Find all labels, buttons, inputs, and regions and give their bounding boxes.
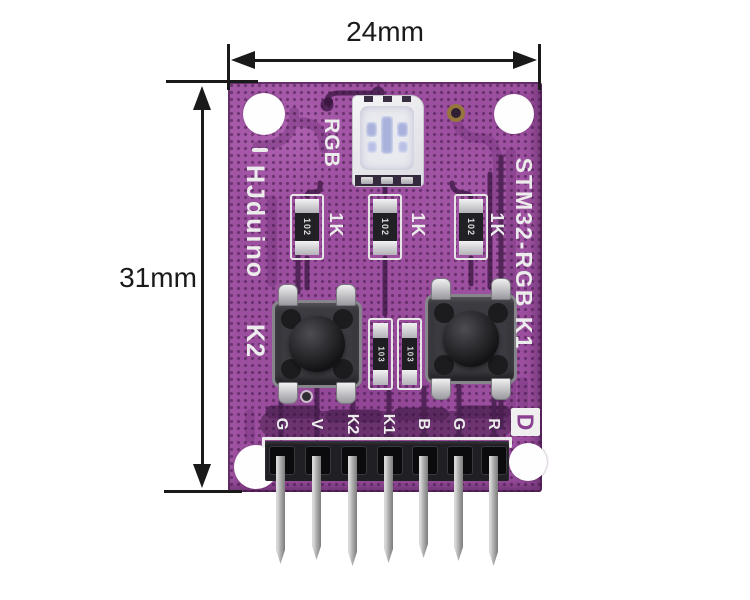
resistor-label-1: 1K xyxy=(326,212,346,238)
pcb-board: RGB HJduino K2 STM32-RGB K1 102 102 102 … xyxy=(228,82,547,492)
corner-mark-letter: D xyxy=(512,413,539,431)
header-silk-stub xyxy=(262,437,265,448)
led-bottom-leads xyxy=(355,175,421,186)
button-k2 xyxy=(272,284,362,404)
button-leg xyxy=(336,284,356,306)
header-pin-4 xyxy=(384,456,393,563)
height-arrowhead-down-icon xyxy=(193,464,211,488)
ringed-via xyxy=(300,390,313,403)
button-leg xyxy=(431,378,451,400)
led-pad xyxy=(401,177,413,184)
button-leg xyxy=(491,278,511,300)
width-arrowhead-right-icon xyxy=(513,51,537,69)
header-silk-stub xyxy=(509,437,512,448)
button-body xyxy=(425,294,517,384)
width-tick-right xyxy=(538,44,541,90)
resistor-1k-1: 102 xyxy=(290,194,324,260)
pin-label-g2: G xyxy=(450,417,467,431)
led-lead-notch xyxy=(364,96,373,102)
header-pin-3 xyxy=(348,456,357,566)
header-pin-5 xyxy=(419,456,428,558)
button-k1 xyxy=(425,278,517,400)
led-label: RGB xyxy=(320,118,343,168)
mounting-hole-top-right xyxy=(494,94,534,134)
height-arrowhead-up-icon xyxy=(193,86,211,110)
led-lead-notch xyxy=(402,96,411,102)
pin-label-g1: G xyxy=(273,417,290,431)
resistor-10k-1: 103 xyxy=(368,318,393,390)
led-lens xyxy=(360,106,414,170)
pin-label-v: V xyxy=(308,418,325,430)
header-pin-1 xyxy=(276,456,285,564)
led-die-left xyxy=(366,122,377,137)
silkscreen-tick xyxy=(252,148,268,152)
button-cap xyxy=(289,316,345,372)
led-pad xyxy=(361,177,373,184)
button-leg xyxy=(336,382,356,404)
led-lead-notch xyxy=(383,96,392,102)
small-via xyxy=(324,97,333,106)
height-tick-top xyxy=(166,80,258,83)
button-body xyxy=(272,300,362,388)
width-arrowhead-left-icon xyxy=(231,51,255,69)
width-tick-left xyxy=(227,44,230,90)
resistor-label-3: 1K xyxy=(487,212,507,238)
button-leg xyxy=(278,382,298,404)
left-button-label: K2 xyxy=(241,324,269,358)
resistor-marking: 103 xyxy=(405,346,415,363)
pin-label-r: R xyxy=(485,418,502,430)
led-die-center xyxy=(381,116,393,154)
led-die-right xyxy=(397,122,408,137)
height-tick-bottom xyxy=(164,490,242,493)
button-leg xyxy=(278,284,298,306)
width-dimension-label: 24mm xyxy=(346,16,424,47)
resistor-1k-3: 102 xyxy=(454,194,488,260)
button-leg xyxy=(431,278,451,300)
pin-label-k1: K1 xyxy=(380,413,397,435)
header-silk-line xyxy=(262,437,512,440)
rgb-led xyxy=(352,95,424,187)
resistor-marking: 102 xyxy=(466,217,476,237)
height-dimension-label: 31mm xyxy=(119,262,197,293)
led-die-left-pad xyxy=(367,141,377,153)
width-dimension-line xyxy=(250,59,518,62)
pin-label-k2: K2 xyxy=(344,413,361,435)
header-pin-2 xyxy=(312,456,321,560)
resistor-marking: 102 xyxy=(380,217,390,237)
led-pad xyxy=(381,177,393,184)
gold-via xyxy=(447,104,465,122)
header-pin-7 xyxy=(489,456,498,566)
mounting-hole-top-left xyxy=(243,93,285,135)
button-cap xyxy=(443,311,499,367)
resistor-10k-2: 103 xyxy=(397,318,422,390)
resistor-label-2: 1K xyxy=(408,212,428,238)
mounting-hole-bottom-right xyxy=(509,443,547,481)
header-pin-6 xyxy=(454,456,463,561)
pin-label-b: B xyxy=(415,418,432,430)
copper-traces xyxy=(245,86,528,443)
resistor-1k-2: 102 xyxy=(368,194,402,260)
resistor-marking: 103 xyxy=(376,346,386,363)
corner-mark-box: D xyxy=(511,408,540,436)
brand-label: HJduino xyxy=(241,165,269,279)
resistor-marking: 102 xyxy=(302,217,312,237)
height-dimension-line xyxy=(201,104,204,466)
button-leg xyxy=(491,378,511,400)
model-label: STM32-RGB K1 xyxy=(511,157,537,351)
led-die-right-pad xyxy=(398,141,408,153)
